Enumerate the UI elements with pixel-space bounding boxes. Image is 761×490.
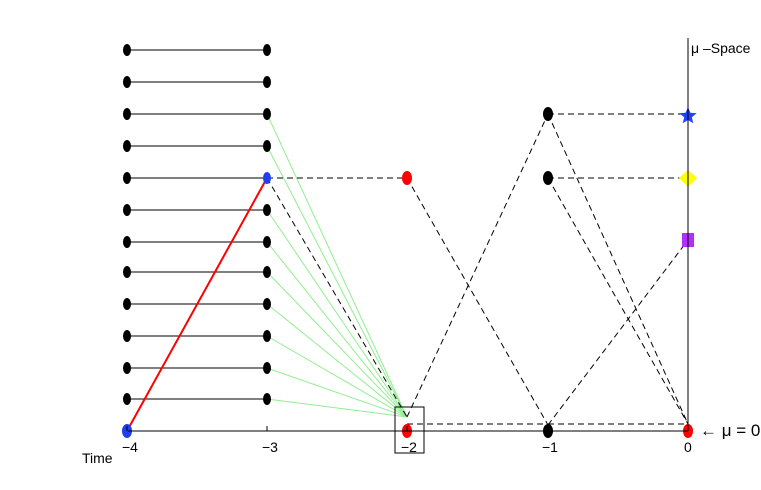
node-t-minus-3-row-7 [263, 266, 271, 278]
markers-layer [122, 44, 697, 438]
node-t-minus-3-row-5 [263, 204, 271, 216]
green-fan-line-5 [266, 209, 408, 418]
red-path-line [126, 177, 268, 432]
mu-zero-label: ← μ = 0 [700, 421, 760, 440]
green-fan-line-11 [266, 398, 408, 418]
tick-label-minus-4: −4 [122, 439, 138, 455]
node-t-minus-4-row-7 [123, 266, 131, 278]
tick-marks [126, 426, 549, 431]
tick-label-minus-1: −1 [542, 439, 558, 455]
green-fan-line-2 [266, 113, 408, 418]
green-fan-line-6 [266, 241, 408, 418]
node-t-minus-4-row-9 [123, 330, 131, 342]
highlight-box [394, 406, 425, 454]
lines-layer [126, 49, 689, 432]
node-t-minus-1-a [543, 107, 553, 121]
mu-space-label: μ –Space [691, 40, 751, 56]
green-fan-line-10 [266, 367, 408, 418]
node-t-minus-4-row-0 [123, 44, 131, 56]
green-fan-line-8 [266, 303, 408, 418]
node-t-minus-3-row-10 [263, 362, 271, 374]
node-t-minus-3-row-9 [263, 330, 271, 342]
node-t-minus-2-top [402, 171, 412, 185]
dashed-line-b [266, 177, 408, 418]
node-t-minus-4-row-2 [123, 108, 131, 120]
node-t-minus-3-row-0 [263, 44, 271, 56]
tick-label-0: 0 [684, 439, 692, 455]
node-t-minus-3-row-8 [263, 298, 271, 310]
node-t-minus-3-row-2 [263, 108, 271, 120]
node-t-minus-3-row-6 [263, 236, 271, 248]
green-fan-line-7 [266, 271, 408, 418]
tick-label-minus-2: −2 [401, 439, 417, 455]
dashed-line-j [547, 239, 689, 426]
node-t-minus-3-row-11 [263, 393, 271, 405]
node-t-minus-4-row-3 [123, 140, 131, 152]
node-t-minus-3-row-1 [263, 76, 271, 88]
node-t-minus-4-row-6 [123, 236, 131, 248]
green-fan-line-9 [266, 335, 408, 418]
node-t-minus-4-row-1 [123, 76, 131, 88]
node-t-minus-3-row-3 [263, 140, 271, 152]
time-axis-label: Time [82, 450, 113, 466]
node-t-minus-4-row-10 [123, 362, 131, 374]
node-t-minus-1-b [543, 171, 553, 185]
green-fan-line-3 [266, 145, 408, 418]
dashed-line-d [406, 113, 549, 418]
dashed-line-i [547, 177, 689, 425]
node-t-minus-4-row-11 [123, 393, 131, 405]
dashed-line-c [406, 177, 549, 426]
node-t-minus-4-row-8 [123, 298, 131, 310]
node-t-minus-4-row-4 [123, 172, 131, 184]
tick-label-minus-3: −3 [262, 439, 278, 455]
node-t-minus-3-row-4 [263, 172, 271, 184]
dashed-line-h [547, 113, 689, 425]
node-t-minus-4-row-5 [123, 204, 131, 216]
